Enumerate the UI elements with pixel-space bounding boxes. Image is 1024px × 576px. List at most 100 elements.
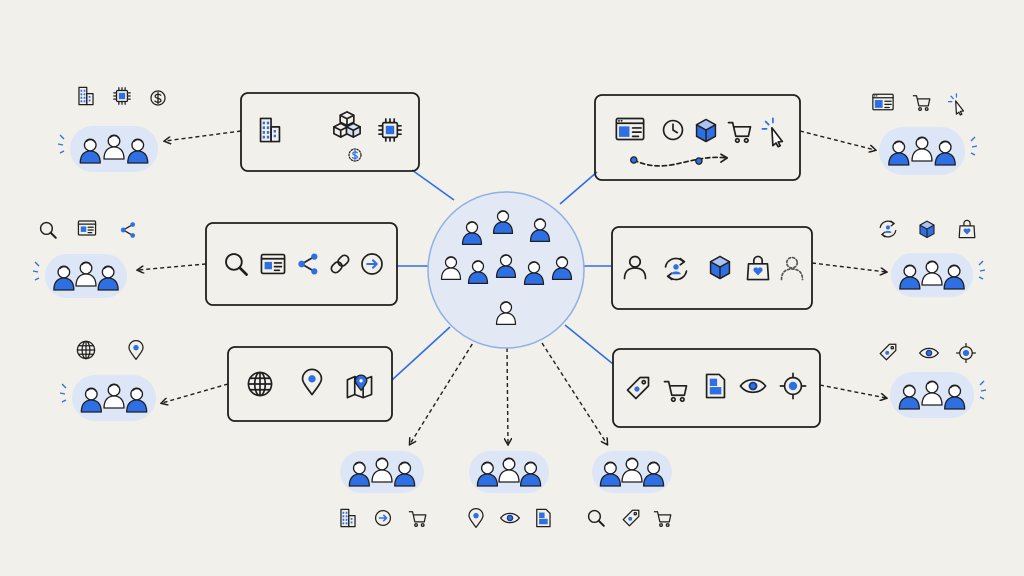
dashed-arrow-firmographic (165, 130, 242, 141)
location-pin-icon (128, 340, 144, 360)
dashed-person-icon (780, 256, 804, 281)
person-figure (126, 387, 148, 413)
search-icon (39, 221, 57, 239)
location-pin-icon (468, 508, 484, 528)
audience-chip-icon-layer (39, 86, 976, 528)
person-figure (103, 134, 125, 160)
person-figure (943, 264, 965, 290)
audience-group-icon (890, 372, 987, 418)
shopping-bag-heart-icon (958, 219, 976, 239)
sparkle-accent (979, 380, 987, 400)
location-pin-icon (301, 368, 323, 396)
audience-group-icon (57, 126, 158, 172)
person-figure (75, 261, 97, 287)
person-figure (461, 221, 483, 246)
segment-box-layer (205, 92, 821, 428)
sparkle-accent (970, 136, 978, 156)
shopping-bag-heart-icon (746, 255, 770, 281)
person-figure (80, 387, 102, 413)
dashed-arrow-bottom-right (541, 342, 607, 444)
audience-group-icon (879, 127, 978, 175)
person-figure (523, 261, 545, 286)
target-icon (956, 343, 976, 363)
person-figure (934, 140, 956, 166)
audience-group-icon (32, 254, 127, 298)
sparkle-accent (978, 260, 986, 280)
person-figure (103, 383, 125, 409)
segment-box-geographic (227, 346, 393, 422)
sparkle-accent (32, 261, 40, 281)
person-figure (348, 461, 370, 487)
document-icon (536, 508, 551, 528)
eye-icon (919, 347, 939, 359)
webpage-icon (77, 220, 97, 236)
audience-group-icon (59, 375, 156, 421)
person-figure (440, 256, 462, 281)
hub-connector-behavioral (564, 324, 614, 365)
cart-icon (408, 511, 427, 527)
person-figure (921, 380, 943, 406)
person-figure (621, 457, 643, 483)
browser-window-icon (872, 93, 894, 111)
person-figure (944, 384, 966, 410)
map-pin-icon (346, 374, 373, 399)
person-figure (519, 461, 542, 487)
webpage-icon (260, 253, 286, 275)
document-icon (705, 373, 726, 399)
price-tag-icon (622, 509, 640, 527)
person-figure (642, 461, 665, 487)
person-figure (498, 457, 520, 483)
share-icon (298, 253, 318, 275)
dashed-arrow-search-social (138, 263, 207, 270)
chip-icon (113, 87, 131, 105)
dollar-icon (150, 90, 166, 106)
chip-icon (378, 118, 402, 142)
clock-icon (662, 119, 684, 141)
dashed-arrow-bottom-center (507, 347, 508, 444)
cart-icon (653, 511, 672, 527)
cart-icon (663, 380, 688, 403)
person-figure (551, 256, 573, 281)
cursor-click-icon (948, 93, 965, 116)
person-figure (898, 384, 920, 410)
segment-box-search-social (205, 222, 398, 306)
eye-icon (500, 512, 520, 524)
person-figure (371, 457, 393, 483)
audience-group-icon (340, 451, 424, 493)
price-tag-icon (879, 343, 897, 361)
dashed-arrow-behavioral (819, 384, 886, 398)
building-icon (259, 117, 281, 143)
product-box-icon (919, 220, 935, 239)
dashed-arrow-lifecycle (811, 262, 886, 272)
globe-icon (247, 371, 273, 397)
cubes-icon (333, 111, 361, 138)
person-figure (127, 138, 149, 164)
person-figure (476, 461, 499, 487)
link-icon (330, 254, 350, 274)
sparkle-accent (59, 383, 67, 403)
audience-group-icon (891, 253, 986, 297)
price-tag-icon (626, 376, 650, 400)
sparkle-accent (57, 134, 65, 154)
journey-path-icon (630, 153, 729, 167)
hub-connector-firmographic (411, 169, 455, 201)
person-figure (53, 265, 75, 291)
search-icon (587, 509, 605, 527)
central-audience-hub (427, 191, 585, 349)
target-icon (779, 372, 807, 400)
person-figure (599, 461, 622, 487)
cursor-click-icon (761, 117, 784, 148)
person-figure (921, 260, 943, 286)
person-figure (529, 218, 551, 243)
person-figure (97, 265, 119, 291)
globe-icon (76, 340, 96, 360)
refresh-person-icon (664, 257, 688, 281)
cart-icon (912, 95, 931, 111)
segment-box-lifecycle (611, 226, 813, 310)
arrow-circle-icon (361, 253, 383, 275)
segment-box-firmographic (240, 92, 420, 172)
product-box-icon (695, 118, 717, 143)
audience-group-icon (592, 451, 672, 493)
person-figure (79, 138, 101, 164)
